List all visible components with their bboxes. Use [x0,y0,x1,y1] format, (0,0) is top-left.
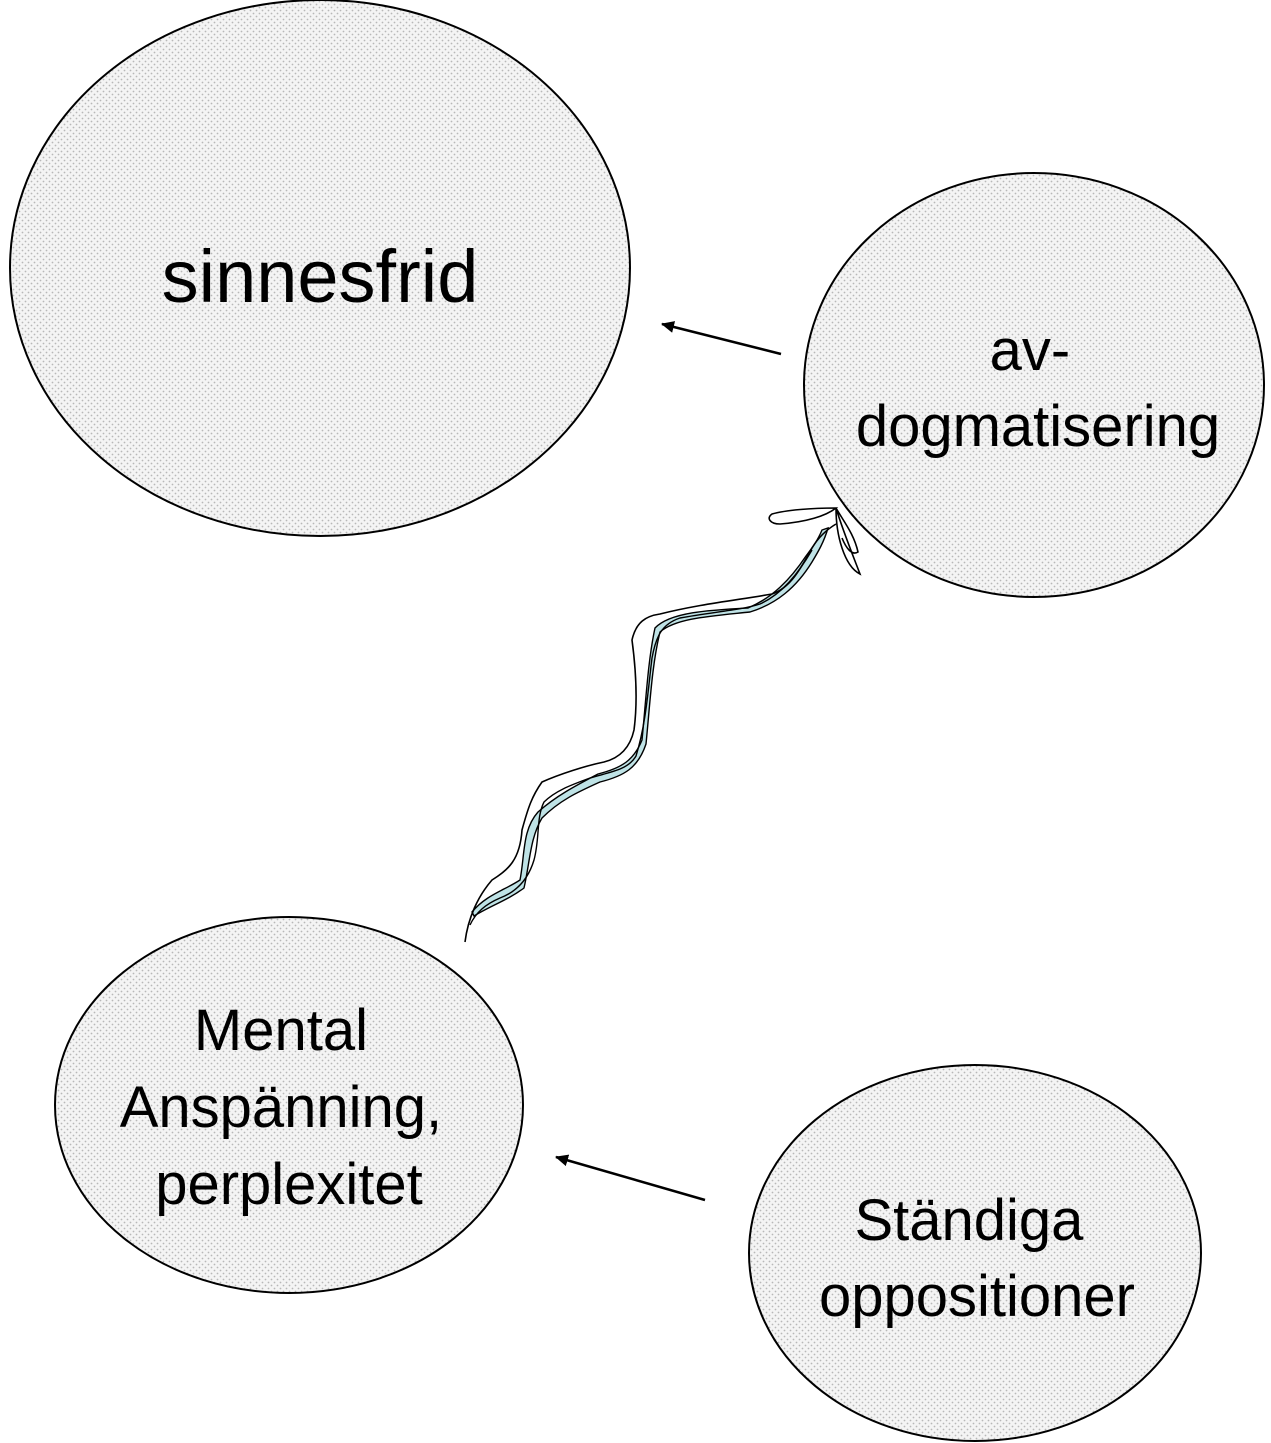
node-standiga-oppositioner-line-2: oppositioner [819,1264,1135,1329]
node-mental-anspanning: Mental Anspänning, perplexitet [54,916,524,1294]
node-av-dogmatisering-line-2: dogmatisering [856,394,1220,459]
node-sinnesfrid-label: sinnesfrid [162,235,479,318]
node-mental-anspanning-line-2: Anspänning, [120,1075,442,1140]
node-mental-anspanning-label: Mental Anspänning, perplexitet [120,998,459,1217]
node-mental-anspanning-line-1: Mental [194,998,368,1063]
ribbon-strand-right [469,549,813,926]
ribbon-arrowhead [768,507,862,576]
node-standiga-oppositioner-ellipse [748,1064,1202,1442]
arrow-oppositioner-to-anspanning [555,1154,706,1202]
node-av-dogmatisering-line-1: av- [990,318,1071,383]
arrow-avdogmatisering-to-sinnesfrid [661,321,782,356]
node-sinnesfrid: sinnesfrid [9,0,631,537]
node-av-dogmatisering: av- dogmatisering [803,172,1265,598]
node-av-dogmatisering-ellipse [803,172,1265,598]
node-sinnesfrid-ellipse [9,0,631,537]
node-mental-anspanning-line-3: perplexitet [155,1152,423,1217]
ribbon-arrow-anspanning-to-avdogmatisering [464,507,862,943]
node-av-dogmatisering-label: av- dogmatisering [856,318,1220,459]
ribbon-fill [471,526,830,918]
node-standiga-oppositioner: Ständiga oppositioner [748,1064,1202,1442]
node-standiga-oppositioner-label: Ständiga oppositioner [819,1188,1135,1329]
node-sinnesfrid-line-1: sinnesfrid [162,235,479,318]
node-standiga-oppositioner-line-1: Ständiga [854,1188,1084,1253]
node-mental-anspanning-ellipse [54,916,524,1294]
